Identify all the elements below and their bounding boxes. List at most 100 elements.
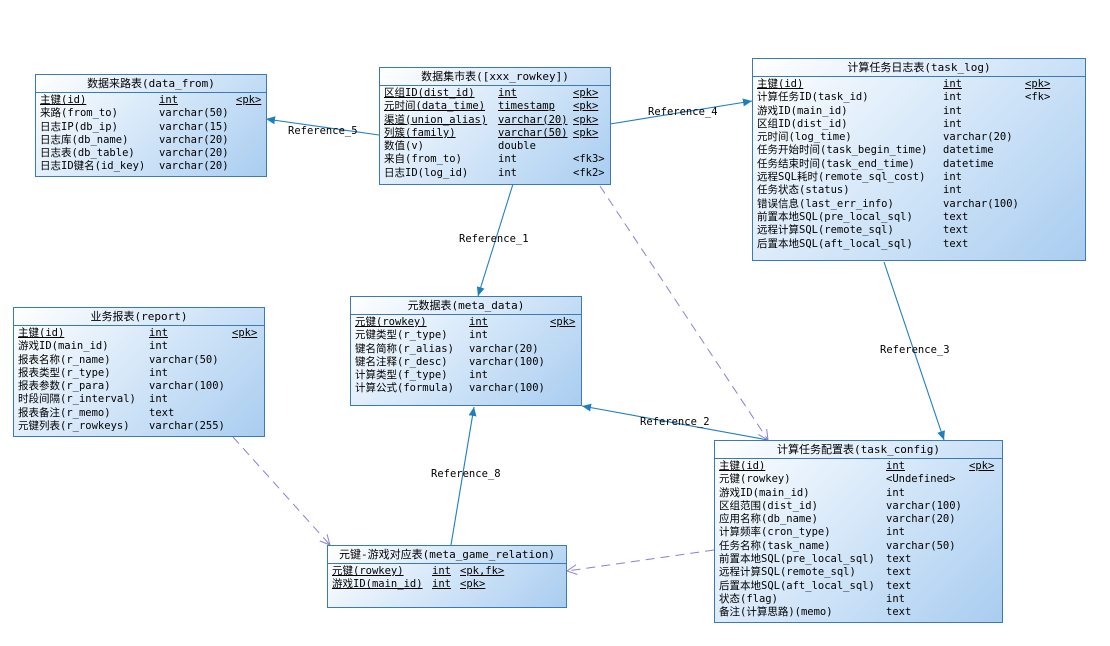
entity-column-row[interactable]: 报表类型(r_type)int [18, 367, 260, 380]
dependency-report-relation[interactable] [232, 436, 330, 545]
entity-column-row[interactable]: 来路(from_to)varchar(50) [40, 107, 262, 120]
entity-column-row[interactable]: 前置本地SQL(pre_local_sql)text [757, 211, 1081, 224]
entity-column-row[interactable]: 主键(id)int<pk> [719, 460, 998, 473]
entity-title: 业务报表(report) [14, 308, 264, 326]
column-key: <pk> [573, 126, 599, 139]
column-name: 键名注释(r_desc) [355, 355, 448, 368]
column-type: text [943, 237, 969, 250]
column-type: int [149, 393, 168, 406]
column-type: datetime [943, 144, 994, 157]
entity-column-row[interactable]: 错误信息(last_err_info)varchar(100) [757, 198, 1081, 211]
entity-meta-data[interactable]: 元数据表(meta_data) 元键(rowkey)int<pk>元键类型(r_… [350, 296, 582, 406]
entity-column-row[interactable]: 远程计算SQL(remote_sql)text [757, 224, 1081, 237]
column-name: 报表备注(r_memo) [18, 406, 111, 419]
column-name: 来路(from_to) [40, 107, 118, 120]
column-name: 日志ID键名(id_key) [40, 160, 146, 173]
entity-column-row[interactable]: 元键(rowkey)int<pk> [355, 316, 577, 329]
column-type: int [943, 117, 962, 130]
column-name: 键名简称(r_alias) [355, 342, 454, 355]
column-type: datetime [943, 157, 994, 170]
entity-column-row[interactable]: 日志ID(log_id)int<fk2> [384, 167, 606, 180]
entity-column-row[interactable]: 游戏ID(main_id)int [719, 487, 998, 500]
entity-column-row[interactable]: 计算频率(cron_type)int [719, 526, 998, 539]
column-name: 状态(flag) [719, 592, 778, 605]
column-name: 错误信息(last_err_info) [757, 197, 894, 210]
reference-8-line[interactable] [450, 406, 477, 546]
entity-column-row[interactable]: 元时间(data_time)timestamp<pk> [384, 100, 606, 113]
entity-column-row[interactable]: 计算公式(formula)varchar(100) [355, 382, 577, 395]
column-name: 前置本地SQL(pre_local_sql) [719, 553, 875, 566]
entity-report[interactable]: 业务报表(report) 主键(id)int<pk>游戏ID(main_id)i… [13, 307, 265, 437]
entity-column-row[interactable]: 键名注释(r_desc)varchar(100) [355, 356, 577, 369]
column-name: 元时间(log_time) [757, 131, 852, 144]
entity-column-row[interactable]: 区组范围(dist_id)varchar(100) [719, 500, 998, 513]
entity-column-row[interactable]: 日志ID键名(id_key)varchar(20) [40, 160, 262, 173]
entity-column-row[interactable]: 元时间(log_time)varchar(20) [757, 131, 1081, 144]
column-key: <pk> [573, 113, 599, 126]
column-type: varchar(100) [149, 380, 225, 393]
entity-data-from[interactable]: 数据来路表(data_from) 主键(id)int<pk>来路(from_to… [35, 74, 267, 177]
entity-column-row[interactable]: 报表备注(r_memo)text [18, 407, 260, 420]
entity-column-row[interactable]: 任务结束时间(task_end_time)datetime [757, 158, 1081, 171]
column-name: 任务开始时间(task_begin_time) [757, 144, 928, 157]
column-name: 报表名称(r_name) [18, 353, 111, 366]
column-type: int [469, 329, 488, 342]
entity-column-row[interactable]: 报表参数(r_para)varchar(100) [18, 380, 260, 393]
entity-column-row[interactable]: 游戏ID(main_id)int<pk> [332, 578, 562, 591]
entity-column-row[interactable]: 日志IP(db_ip)varchar(15) [40, 121, 262, 134]
entity-column-row[interactable]: 计算任务ID(task_id)int<fk> [757, 91, 1081, 104]
reference-1-line[interactable] [476, 183, 514, 297]
entity-column-row[interactable]: 数值(v)double [384, 140, 606, 153]
entity-column-row[interactable]: 元键(rowkey)int<pk,fk> [332, 565, 562, 578]
entity-column-row[interactable]: 主键(id)int<pk> [40, 94, 262, 107]
reference-4-line[interactable] [609, 98, 753, 125]
reference-3-line[interactable] [883, 261, 945, 441]
entity-column-row[interactable]: 元键列表(r_rowkeys)varchar(255) [18, 420, 260, 433]
column-name: 任务状态(status) [757, 184, 850, 197]
entity-column-row[interactable]: 备注(计算思路)(memo)text [719, 606, 998, 619]
column-name: 元时间(data_time) [384, 100, 486, 113]
entity-column-row[interactable]: 应用名称(db_name)varchar(20) [719, 513, 998, 526]
entity-column-row[interactable]: 键名简称(r_alias)varchar(20) [355, 343, 577, 356]
entity-column-row[interactable]: 游戏ID(main_id)int [757, 105, 1081, 118]
column-type: int [498, 166, 517, 179]
entity-xxx-rowkey[interactable]: 数据集市表([xxx_rowkey]) 区组ID(dist_id)int<pk>… [379, 67, 611, 185]
entity-column-row[interactable]: 渠道(union_alias)varchar(20)<pk> [384, 114, 606, 127]
entity-column-row[interactable]: 元键类型(r_type) int [355, 329, 577, 342]
dependency-rowkey-taskconfig[interactable] [599, 185, 768, 440]
entity-column-row[interactable]: 后置本地SQL(aft_local_sql)text [719, 580, 998, 593]
entity-column-row[interactable]: 后置本地SQL(aft_local_sql)text [757, 238, 1081, 251]
entity-column-row[interactable]: 前置本地SQL(pre_local_sql)text [719, 553, 998, 566]
entity-meta-game-relation[interactable]: 元键-游戏对应表(meta_game_relation) 元键(rowkey)i… [327, 545, 567, 608]
entity-column-row[interactable]: 主键(id)int<pk> [18, 327, 260, 340]
entity-column-row[interactable]: 远程计算SQL(remote_sql)text [719, 566, 998, 579]
entity-column-row[interactable]: 游戏ID(main_id)int [18, 340, 260, 353]
column-name: 远程SQL耗时(remote_sql_cost) [757, 171, 926, 184]
entity-task-config[interactable]: 计算任务配置表(task_config) 主键(id)int<pk>元键(row… [714, 440, 1003, 623]
entity-column-row[interactable]: 日志表(db_table)varchar(20) [40, 147, 262, 160]
entity-column-row[interactable]: 报表名称(r_name)varchar(50) [18, 354, 260, 367]
column-name: 元键类型(r_type) [355, 329, 448, 342]
entity-column-row[interactable]: 列簇(family)varchar(50)<pk> [384, 127, 606, 140]
reference-5-line[interactable] [265, 116, 380, 136]
column-name: 游戏ID(main_id) [18, 340, 109, 353]
entity-column-row[interactable]: 区组ID(dist_id)int<pk> [384, 87, 606, 100]
entity-column-row[interactable]: 任务状态(status)int [757, 184, 1081, 197]
entity-column-row[interactable]: 状态(flag)int [719, 593, 998, 606]
reference-2-line[interactable] [581, 403, 769, 441]
dependency-taskconfig-relation[interactable] [567, 549, 715, 571]
column-name: 区组ID(dist_id) [384, 87, 475, 99]
entity-column-row[interactable]: 时段间隔(r_interval)int [18, 393, 260, 406]
entity-column-row[interactable]: 远程SQL耗时(remote_sql_cost)int [757, 171, 1081, 184]
entity-column-row[interactable]: 元键(rowkey)<Undefined> [719, 473, 998, 486]
column-type: int [943, 78, 962, 90]
entity-column-row[interactable]: 来自(from_to)int<fk3> [384, 153, 606, 166]
entity-column-row[interactable]: 计算类型(f_type)int [355, 369, 577, 382]
entity-column-row[interactable]: 任务开始时间(task_begin_time) datetime [757, 144, 1081, 157]
entity-column-row[interactable]: 主键(id)int<pk> [757, 78, 1081, 91]
entity-column-row[interactable]: 任务名称(task_name)varchar(50) [719, 540, 998, 553]
entity-column-row[interactable]: 日志库(db_name)varchar(20) [40, 134, 262, 147]
reference-2-label: Reference_2 [640, 416, 710, 428]
entity-task-log[interactable]: 计算任务日志表(task_log) 主键(id)int<pk>计算任务ID(ta… [752, 58, 1086, 261]
entity-column-row[interactable]: 区组ID(dist_id)int [757, 118, 1081, 131]
